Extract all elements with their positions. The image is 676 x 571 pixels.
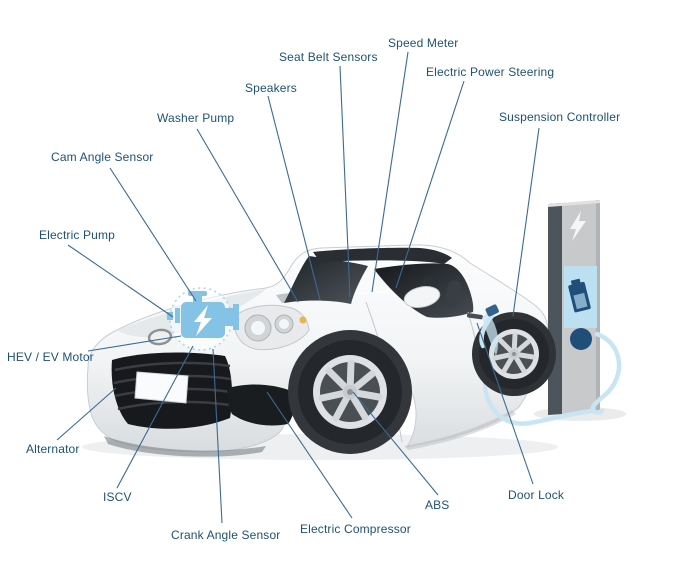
label-electric-power-steering: Electric Power Steering	[426, 65, 555, 79]
headlight	[232, 304, 310, 351]
battery-icon	[568, 278, 591, 313]
front-lip-shade	[104, 436, 266, 457]
side-skirt	[404, 410, 516, 450]
leader-crank-angle-sensor	[212, 348, 223, 524]
label-hev-ev-motor: HEV / EV Motor	[7, 350, 94, 364]
leader-lines	[56, 51, 540, 524]
windshield	[284, 256, 368, 304]
license-plate	[134, 371, 189, 404]
fog-light	[227, 384, 295, 426]
leader-washer-pump	[196, 128, 299, 303]
leader-abs	[352, 391, 439, 496]
engine-icon	[167, 291, 239, 338]
charging-station	[548, 200, 600, 415]
label-crank-angle-sensor: Crank Angle Sensor	[171, 528, 281, 542]
leader-seat-belt-sensors	[339, 65, 351, 298]
leader-cam-angle-sensor	[109, 167, 197, 302]
leader-suspension-controller	[512, 127, 540, 317]
leader-iscv	[116, 345, 194, 489]
leader-speed-meter	[371, 51, 409, 293]
leader-hev-ev-motor	[87, 335, 182, 352]
leader-electric-power-steering	[395, 80, 465, 289]
label-door-lock: Door Lock	[508, 488, 565, 502]
leader-alternator	[56, 387, 117, 441]
leader-electric-pump	[67, 244, 174, 318]
charge-connector	[485, 304, 499, 317]
label-suspension-controller: Suspension Controller	[499, 110, 621, 124]
label-cam-angle-sensor: Cam Angle Sensor	[51, 150, 154, 164]
charge-port-glow	[482, 312, 499, 356]
side-mirror	[403, 286, 441, 308]
label-washer-pump: Washer Pump	[157, 111, 235, 125]
door-handle	[466, 313, 483, 320]
label-speakers: Speakers	[245, 81, 297, 95]
front-wheel	[288, 330, 412, 454]
label-electric-compressor: Electric Compressor	[300, 522, 411, 536]
label-iscv: ISCV	[103, 490, 132, 504]
label-seat-belt-sensors: Seat Belt Sensors	[279, 50, 378, 64]
car-illustration	[86, 244, 556, 457]
turn-signal	[299, 316, 307, 324]
label-alternator: Alternator	[26, 442, 80, 456]
label-electric-pump: Electric Pump	[39, 228, 115, 242]
leader-door-lock	[476, 322, 534, 485]
charge-button	[570, 328, 592, 350]
leader-speakers	[267, 95, 321, 301]
label-speed-meter: Speed Meter	[388, 36, 459, 50]
lightning-bolt-icon	[570, 211, 586, 241]
leader-electric-compressor	[266, 391, 353, 519]
label-abs: ABS	[425, 498, 450, 512]
